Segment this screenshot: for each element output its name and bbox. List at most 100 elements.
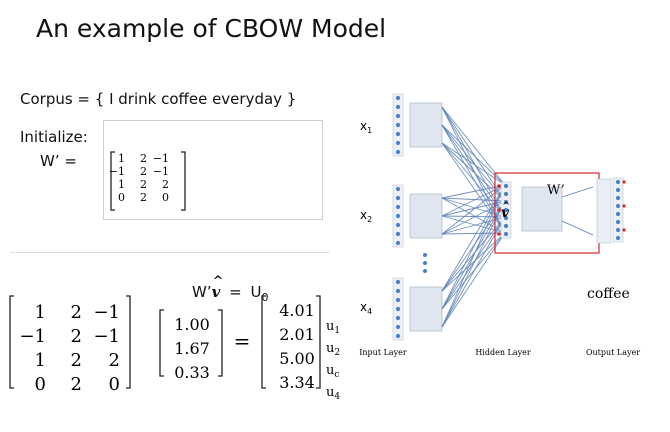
equation-rhs: U — [250, 283, 262, 301]
slide-title: An example of CBOW Model — [36, 14, 387, 43]
neuron — [395, 204, 401, 210]
input-label: x1 — [360, 119, 372, 135]
neuron — [395, 195, 401, 201]
matrix-cell: 2 — [109, 350, 120, 371]
w-prime-cell: 2 — [140, 165, 147, 178]
neuron — [395, 279, 401, 285]
hidden-projection-box — [521, 186, 563, 232]
neuron — [615, 227, 621, 233]
neuron — [615, 195, 621, 201]
neuron — [395, 231, 401, 237]
neuron — [395, 288, 401, 294]
neuron — [395, 240, 401, 246]
w-prime-equals: W’ = — [40, 152, 77, 170]
neuron — [503, 199, 509, 205]
neuron — [615, 179, 621, 185]
ellipsis-dot — [423, 269, 427, 273]
input-label: x2 — [360, 208, 372, 224]
output-layer-label: Output Layer — [586, 348, 640, 357]
w-prime-cell: −1 — [153, 152, 169, 165]
equation-rhs-sub: 0 — [261, 291, 269, 304]
input-node-group — [392, 184, 404, 248]
w-prime-cell: −1 — [109, 165, 125, 178]
input-node-group — [392, 277, 404, 341]
hidden-v-hat-caret: ^ — [502, 201, 510, 212]
neuron — [503, 223, 509, 229]
equation-label: W’v^ = U0 — [192, 274, 269, 304]
corpus-text: Corpus = { I drink coffee everyday } — [20, 90, 297, 108]
matrix-cell: 1 — [35, 302, 46, 323]
result-left-bracket — [261, 295, 266, 389]
neuron — [395, 186, 401, 192]
input-node-group — [392, 93, 404, 157]
vector-left-bracket — [159, 309, 164, 377]
neuron — [503, 231, 509, 237]
input-label: x4 — [360, 300, 372, 316]
w-prime-cell: −1 — [153, 165, 169, 178]
result-cell: 3.34 — [279, 373, 315, 392]
equation-lhs: W’ — [192, 283, 212, 301]
equals-sign: = — [234, 329, 251, 353]
v-hat-cell: 0.33 — [174, 363, 210, 382]
u-label: u4 — [326, 385, 340, 400]
w-prime-cell: 0 — [118, 191, 125, 204]
hidden-marker — [497, 208, 501, 212]
vector-right-bracket — [218, 309, 223, 377]
output-marker — [622, 228, 626, 232]
matrix-cell: 2 — [71, 350, 82, 371]
neuron — [503, 207, 509, 213]
w-prime-right-bracket — [181, 151, 186, 211]
neuron — [615, 187, 621, 193]
v-hat-cell: 1.67 — [174, 339, 210, 358]
neuron — [615, 235, 621, 241]
w-prime-cell: 1 — [118, 178, 125, 191]
neuron — [395, 113, 401, 119]
network-edge — [561, 186, 594, 198]
matrix-cell: 2 — [71, 326, 82, 347]
u-label: uc — [326, 363, 339, 380]
w-prime-network-label: W’ — [547, 183, 565, 198]
neuron — [503, 191, 509, 197]
neuron — [395, 306, 401, 312]
output-node-group — [612, 177, 624, 243]
w-prime-cell: 2 — [140, 191, 147, 204]
result-cell: 2.01 — [279, 325, 315, 344]
hidden-layer-label: Hidden Layer — [475, 348, 531, 357]
w-prime-cell: 1 — [118, 152, 125, 165]
neuron — [615, 211, 621, 217]
hidden-node-group — [500, 181, 512, 239]
v-hat-cell: 1.00 — [174, 315, 210, 334]
neuron — [395, 222, 401, 228]
u-label: u1 — [326, 319, 340, 336]
neuron — [395, 95, 401, 101]
matrix-cell: −1 — [93, 326, 120, 347]
result-cell: 5.00 — [279, 349, 315, 368]
hidden-v-hat-label: v — [501, 205, 510, 221]
neuron — [395, 140, 401, 146]
neuron — [395, 333, 401, 339]
neuron — [395, 324, 401, 330]
neuron — [503, 183, 509, 189]
matrix-right-bracket — [126, 295, 131, 389]
input-projection-box — [409, 193, 443, 239]
network-edge — [561, 220, 594, 236]
output-projection-box — [596, 178, 612, 244]
neuron — [395, 122, 401, 128]
w-prime-left-bracket — [110, 151, 115, 211]
matrix-cell: −1 — [19, 326, 46, 347]
network-edge — [441, 106, 506, 186]
neuron — [395, 297, 401, 303]
matrix-left-bracket — [9, 295, 14, 389]
divider — [10, 252, 330, 253]
equation-equals: = — [229, 283, 242, 301]
v-hat-symbol: v^ — [211, 274, 224, 301]
matrix-cell: 2 — [71, 302, 82, 323]
input-layer-label: Input Layer — [359, 348, 407, 357]
matrix-cell: −1 — [93, 302, 120, 323]
ellipsis-dot — [423, 261, 427, 265]
input-projection-box — [409, 102, 443, 148]
output-marker — [622, 180, 626, 184]
